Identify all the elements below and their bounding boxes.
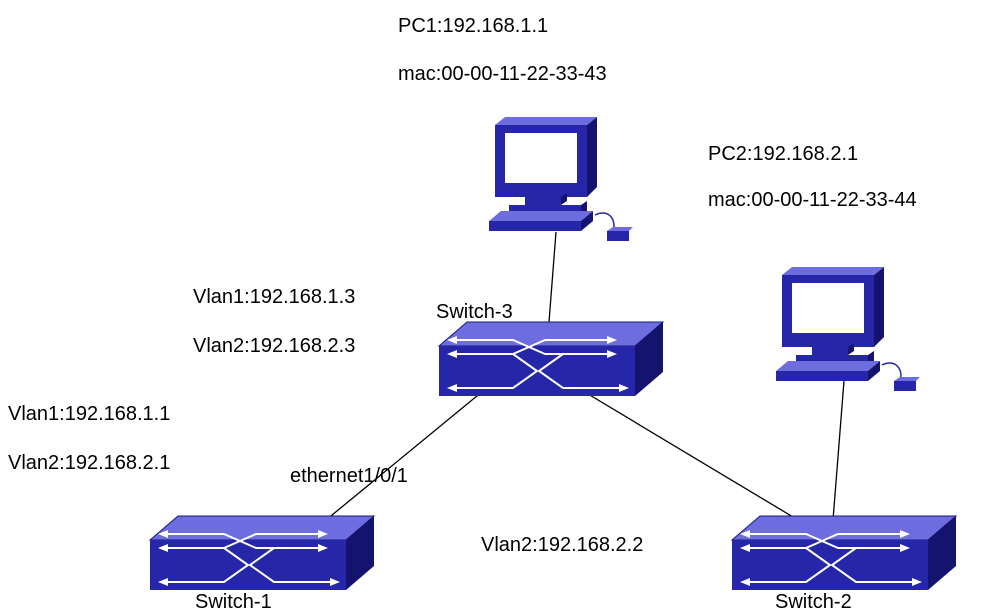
switch-1-vlan1-label: Vlan1:192.168.1.1 <box>8 403 171 425</box>
switch-3-icon <box>438 321 664 397</box>
link-switch3-switch2 <box>567 381 799 521</box>
switch-1-vlan2-label: Vlan2:192.168.2.1 <box>8 452 171 474</box>
switch-2-icon <box>731 515 957 591</box>
pc2-mac-label: mac:00-00-11-22-33-44 <box>708 189 917 211</box>
switch-1-icon <box>149 515 375 591</box>
link-pc1-switch3 <box>548 231 557 323</box>
pc1-ip-label: PC1:192.168.1.1 <box>398 15 549 37</box>
switch-3-vlan1-label: Vlan1:192.168.1.3 <box>193 286 356 308</box>
switch-2-name: Switch-2 <box>775 591 852 613</box>
pc1-icon <box>488 116 634 242</box>
pc1-mac-label: mac:00-00-11-22-33-43 <box>398 63 607 85</box>
switch-3-name: Switch-3 <box>436 301 513 323</box>
switch-2-vlan2-label: Vlan2:192.168.2.2 <box>481 534 644 556</box>
pc2-icon <box>775 266 921 392</box>
switch-1-name: Switch-1 <box>195 591 272 613</box>
pc2-ip-label: PC2:192.168.2.1 <box>708 143 859 165</box>
switch-3-vlan2-label: Vlan2:192.168.2.3 <box>193 335 356 357</box>
switch-1-port-label: ethernet1/0/1 <box>290 465 408 487</box>
